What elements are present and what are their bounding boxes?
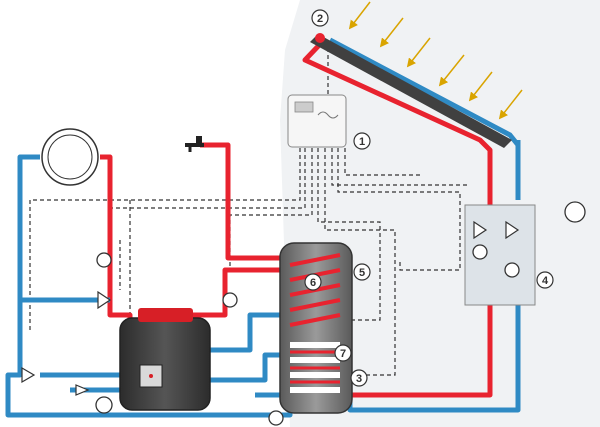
solar-collector (310, 33, 512, 148)
sun-ray (498, 89, 523, 120)
callout-sensor-5: 5 (353, 263, 371, 281)
callout-solar-station: 4 (536, 271, 554, 289)
svg-text:4: 4 (542, 275, 549, 287)
expansion-vessel-icon (95, 201, 586, 426)
callout-collector: 2 (311, 9, 329, 27)
storage-tank-icon (279, 242, 353, 414)
hot-pipes (100, 38, 493, 398)
callout-lower-coil-port: 3 (350, 369, 368, 387)
valve-icons (21, 220, 520, 396)
svg-text:7: 7 (340, 348, 346, 360)
water-tap-icon (185, 136, 204, 152)
callouts: 1 2 3 4 5 6 7 (304, 9, 554, 387)
svg-text:3: 3 (356, 373, 362, 385)
callout-upper-coil: 6 (304, 273, 322, 291)
sun-ray (468, 71, 493, 102)
svg-text:1: 1 (359, 136, 365, 148)
controller-box-icon (287, 94, 347, 148)
sun-ray (379, 17, 404, 48)
gas-boiler-icon (119, 308, 211, 411)
sun-ray (438, 54, 465, 87)
svg-text:5: 5 (359, 267, 365, 279)
sun-ray (348, 1, 371, 30)
radiator-icon (41, 128, 99, 186)
callout-controller: 1 (353, 132, 371, 150)
callout-lower-coil: 7 (334, 344, 352, 362)
pump-icon (96, 244, 520, 308)
sun-rays (348, 1, 523, 120)
svg-text:2: 2 (317, 13, 323, 25)
sun-ray (406, 37, 431, 68)
svg-text:6: 6 (310, 277, 316, 289)
